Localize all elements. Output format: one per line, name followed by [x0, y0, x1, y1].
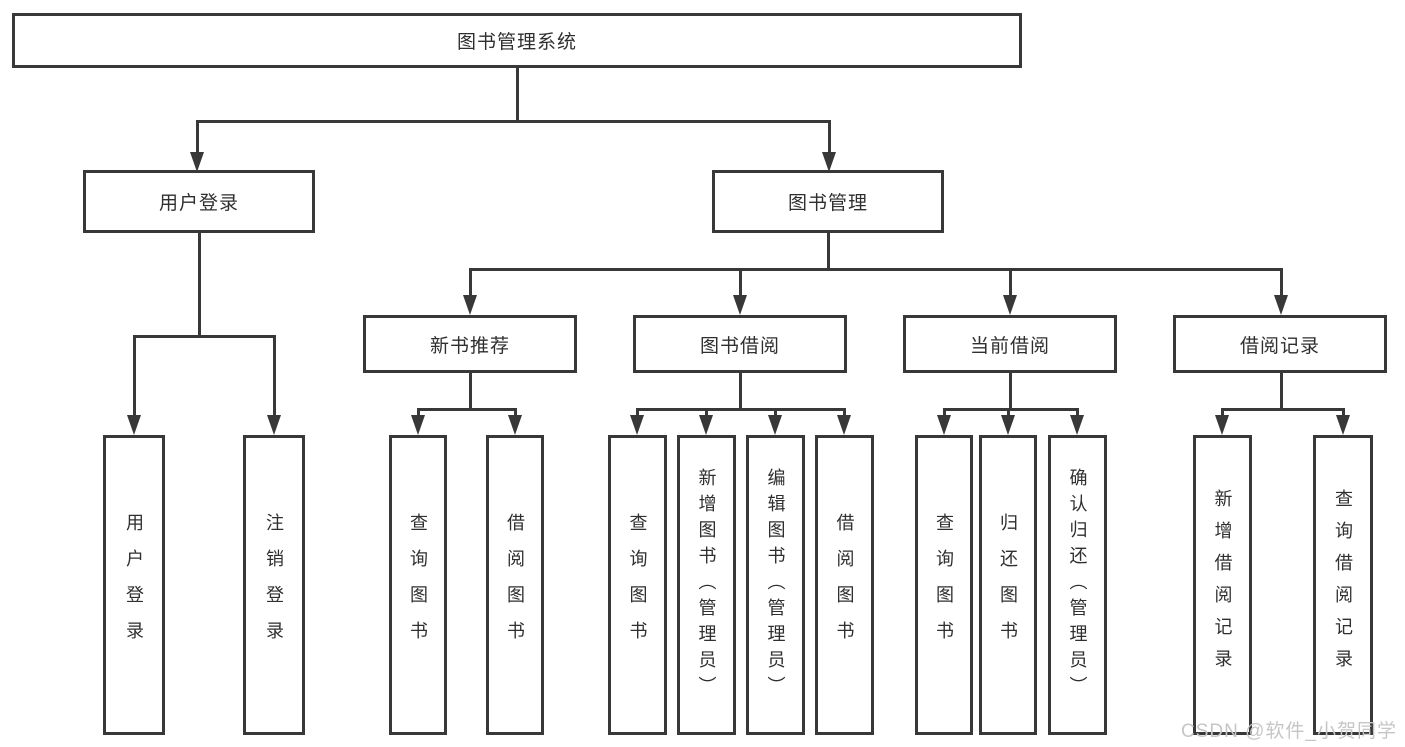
connector-leaf-drop	[774, 408, 777, 420]
arrow-down-icon	[768, 415, 782, 435]
arrow-down-icon	[1215, 415, 1229, 435]
leaf-label: 借阅图书	[505, 513, 525, 657]
node-borrow-records: 借阅记录	[1173, 315, 1387, 373]
arrow-down-icon	[699, 415, 713, 435]
leaf-add-borrow-record: 新增借阅记录	[1193, 435, 1252, 735]
connector-leaf-drop	[133, 335, 136, 418]
arrow-down-icon	[1274, 295, 1288, 315]
leaf-label: 查询借阅记录	[1333, 489, 1353, 681]
arrow-down-icon	[630, 415, 644, 435]
leaf-label: 借阅图书	[834, 513, 855, 657]
node-current-borrow: 当前借阅	[903, 315, 1117, 373]
connector-level3-bus	[470, 268, 1282, 271]
arrow-down-icon	[411, 415, 425, 435]
arrow-down-icon	[463, 295, 477, 315]
leaf-query-books: 查询图书	[608, 435, 667, 735]
connector-module-stem	[1280, 373, 1283, 410]
arrow-down-icon	[1001, 415, 1015, 435]
connector-root-stem	[516, 68, 519, 122]
connector-leaf-drop	[514, 408, 517, 420]
arrow-down-icon	[837, 415, 851, 435]
leaf-add-books-admin: 新增图书（管理员）	[677, 435, 736, 735]
connector-leaf-drop	[1221, 408, 1224, 420]
leaf-borrow-books: 借阅图书	[486, 435, 544, 735]
connector-book-mgmt-drop	[828, 120, 831, 158]
connector-level2-bus	[197, 120, 831, 123]
connector-leaf-drop	[705, 408, 708, 420]
leaf-label: 新增借阅记录	[1212, 489, 1233, 681]
connector-user-login-drop	[196, 120, 199, 158]
node-book-management-branch: 图书管理	[712, 170, 944, 233]
connector-user-login-stem	[198, 233, 201, 337]
csdn-watermark: CSDN @软件_小贺同学	[1181, 721, 1397, 742]
leaf-label: 新增图书（管理员）	[696, 468, 717, 702]
node-library-management-system: 图书管理系统	[12, 13, 1022, 68]
arrow-down-icon	[127, 415, 141, 435]
connector-leaf-drop	[417, 408, 420, 420]
arrow-down-icon	[190, 152, 204, 172]
leaf-label: 注销登录	[264, 513, 284, 657]
arrow-down-icon	[267, 415, 281, 435]
connector-module-stem	[469, 373, 472, 410]
connector-module-drop	[1009, 268, 1012, 298]
leaf-label: 确认归还（管理员）	[1067, 468, 1088, 702]
connector-module-stem	[739, 373, 742, 410]
connector-leaf-drop	[273, 335, 276, 418]
leaf-return-books: 归还图书	[979, 435, 1037, 735]
leaf-query-books: 查询图书	[915, 435, 973, 735]
connector-leaf-drop	[1342, 408, 1345, 420]
arrow-down-icon	[733, 295, 747, 315]
leaf-confirm-return-admin: 确认归还（管理员）	[1048, 435, 1107, 735]
connector-leaf-bus	[637, 408, 845, 411]
arrow-down-icon	[937, 415, 951, 435]
connector-leaf-drop	[1007, 408, 1010, 420]
connector-module-stem	[1009, 373, 1012, 410]
connector-leaf-drop	[843, 408, 846, 420]
connector-book-mgmt-stem	[827, 233, 830, 270]
connector-leaf-drop	[636, 408, 639, 420]
connector-leaf-bus	[418, 408, 516, 411]
leaf-label: 查询图书	[627, 513, 648, 657]
leaf-label: 查询图书	[408, 513, 428, 657]
connector-leaf-bus	[1222, 408, 1344, 411]
connector-module-drop	[1280, 268, 1283, 298]
leaf-label: 查询图书	[934, 513, 954, 657]
node-new-book-recommend: 新书推荐	[363, 315, 577, 373]
leaf-query-borrow-record: 查询借阅记录	[1313, 435, 1373, 735]
connector-leaf-drop	[1076, 408, 1079, 420]
leaf-label: 编辑图书（管理员）	[765, 468, 786, 702]
arrow-down-icon	[822, 152, 836, 172]
leaf-edit-books-admin: 编辑图书（管理员）	[746, 435, 805, 735]
connector-leaf-bus	[944, 408, 1078, 411]
leaf-query-books: 查询图书	[389, 435, 447, 735]
connector-leaf-drop	[943, 408, 946, 420]
arrow-down-icon	[1336, 415, 1350, 435]
arrow-down-icon	[508, 415, 522, 435]
node-user-login-branch: 用户登录	[83, 170, 315, 233]
arrow-down-icon	[1003, 295, 1017, 315]
leaf-logout: 注销登录	[243, 435, 305, 735]
leaf-label: 归还图书	[998, 513, 1018, 657]
connector-module-drop	[469, 268, 472, 298]
leaf-label: 用户登录	[124, 513, 144, 657]
leaf-user-login: 用户登录	[103, 435, 165, 735]
connector-module-drop	[739, 268, 742, 298]
connector-user-login-bus	[134, 335, 275, 338]
arrow-down-icon	[1070, 415, 1084, 435]
node-book-borrow: 图书借阅	[633, 315, 847, 373]
leaf-borrow-books: 借阅图书	[815, 435, 874, 735]
